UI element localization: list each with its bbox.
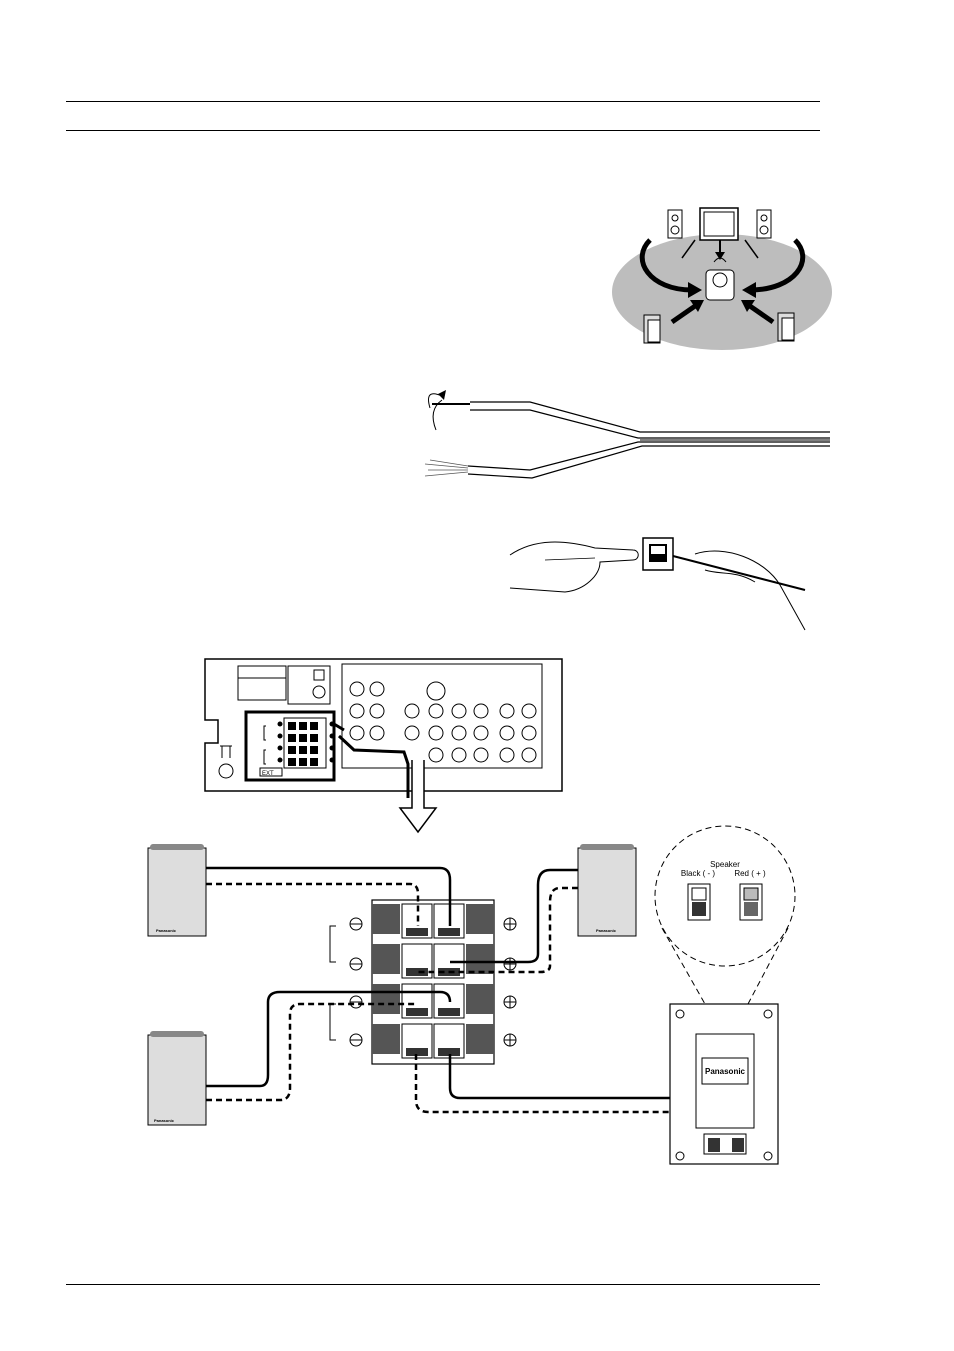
- viewer-icon: [705, 257, 735, 301]
- subwoofer-brand: Panasonic: [705, 1067, 746, 1076]
- front-left-speaker: Panasonic: [147, 844, 207, 937]
- callout-title: Speaker: [710, 860, 740, 869]
- twisted-wire-illustration: [424, 390, 830, 479]
- surround-right-speaker-icon: [777, 312, 795, 342]
- down-arrow: [398, 760, 438, 834]
- wire-insertion-illustration: [509, 537, 806, 631]
- ext-label: EXT: [262, 771, 274, 777]
- front-right-brand: Panasonic: [596, 928, 617, 933]
- surround-speaker: Panasonic: [147, 1031, 207, 1126]
- front-right-speaker-icon: [756, 209, 772, 239]
- header-rule-top: [66, 101, 820, 102]
- receiver-rear-panel: EXT: [204, 658, 563, 798]
- front-left-speaker-icon: [667, 209, 683, 239]
- speaker-wiring-diagram: Panasonic Panasonic Panasonic: [147, 825, 796, 1165]
- speaker-terminal-block: [371, 899, 495, 1065]
- surround-brand: Panasonic: [154, 1118, 175, 1123]
- header-rule-bottom: [66, 130, 820, 131]
- speaker-terminal-callout: Speaker Black ( - ) Red ( + ): [654, 825, 796, 1005]
- front-left-brand: Panasonic: [156, 928, 177, 933]
- front-right-speaker: Panasonic: [577, 844, 637, 937]
- surround-layout-illustration: [612, 207, 832, 350]
- callout-black-label: Black ( - ): [681, 869, 716, 878]
- surround-left-speaker-icon: [643, 314, 661, 344]
- subwoofer-back-panel: Panasonic: [669, 1003, 779, 1165]
- television-icon: [699, 207, 739, 241]
- callout-red-label: Red ( + ): [734, 869, 766, 878]
- footer-rule: [66, 1284, 820, 1285]
